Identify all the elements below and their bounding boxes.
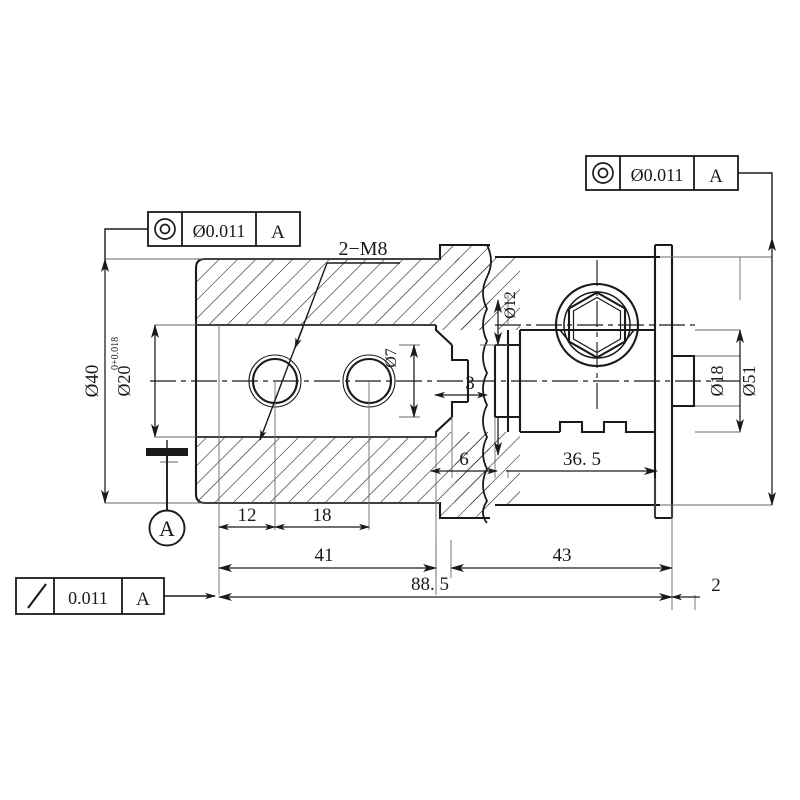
datum-feature-a[interactable]: A — [146, 440, 188, 547]
dimension-d40: Ø40 — [82, 258, 109, 504]
dimension-d18: Ø18 — [695, 329, 744, 433]
dimension-6-label: 6 — [459, 449, 469, 470]
dimension-d20: Ø20 +0.018 0 — [110, 324, 159, 438]
datum-circle — [148, 509, 186, 547]
datum-feature-label: A — [159, 516, 175, 541]
dimension-3-label: 3 — [465, 373, 475, 394]
dimension-d18-label: Ø18 — [707, 366, 727, 397]
fcf-top-right-datum: A — [709, 166, 723, 187]
break-line — [482, 244, 492, 524]
dimension-d7-label: Ø7 — [383, 348, 400, 368]
fcf-top-right-tolerance: Ø0.011 — [631, 165, 684, 185]
dimension-36-5-label: 36. 5 — [563, 449, 601, 470]
concentricity-icon — [154, 218, 176, 240]
dimension-d51: Ø51 — [739, 237, 776, 506]
fillet-marks — [559, 329, 635, 341]
fcf-top-left-datum: A — [271, 222, 285, 243]
fcf-top-right[interactable]: Ø0.011 A — [585, 155, 773, 238]
dimension-88-5: 88. 5 — [218, 574, 673, 601]
callout-2-m8-label: 2−M8 — [338, 238, 387, 260]
dimension-d51-label: Ø51 — [739, 366, 759, 397]
dimension-36-5: 36. 5 — [506, 449, 658, 475]
sectioned-body-hatching — [196, 245, 490, 518]
concentricity-icon — [592, 162, 614, 184]
dimension-41: 41 — [218, 545, 437, 572]
dimension-6: 6 — [430, 449, 498, 475]
fcf-top-left[interactable]: Ø0.011 A — [104, 211, 301, 259]
dimension-d20-label: Ø20 — [114, 366, 134, 397]
fcf-bottom-left-tolerance: 0.011 — [68, 588, 108, 608]
dimension-d7: Ø7 — [383, 344, 418, 418]
dimension-3: 3 — [434, 373, 488, 399]
fcf-top-left-tolerance: Ø0.011 — [193, 221, 246, 241]
dimension-88-5-label: 88. 5 — [411, 574, 449, 595]
fcf-bottom-left-datum: A — [136, 589, 150, 610]
slash-icon — [27, 583, 47, 609]
dimension-d12-label: Ø12 — [502, 291, 519, 319]
dimension-43-label: 43 — [553, 545, 572, 566]
dimension-d12: Ø12 — [494, 291, 519, 456]
callout-2-m8: 2−M8 — [259, 238, 400, 441]
fcf-bottom-left[interactable]: 0.011 A — [15, 577, 216, 615]
dimension-d20-upper-tol: +0.018 — [110, 337, 121, 365]
dimension-d20-lower-tol: 0 — [110, 365, 121, 370]
dimension-43: 43 — [435, 540, 673, 578]
dimension-d40-label: Ø40 — [82, 365, 103, 398]
dimension-18-label: 18 — [313, 505, 332, 526]
dimension-12-label: 12 — [238, 505, 257, 526]
dimension-18: 18 — [274, 505, 370, 531]
dimension-2-label: 2 — [711, 575, 721, 596]
dimension-12: 12 — [218, 505, 276, 531]
datum-bar — [146, 448, 188, 456]
dimension-41-label: 41 — [315, 545, 334, 566]
dimension-2: 2 — [671, 575, 721, 601]
